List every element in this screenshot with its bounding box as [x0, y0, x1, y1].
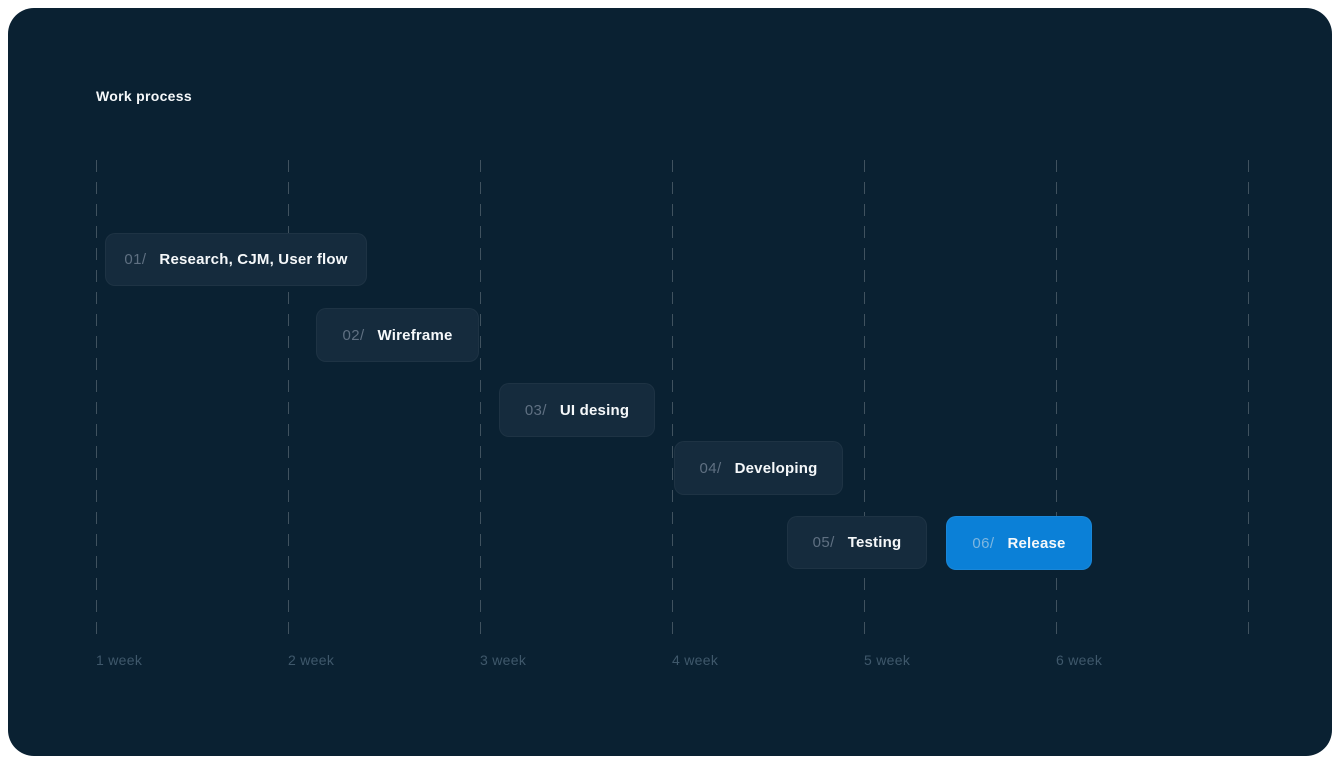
task-number: 06/ — [972, 534, 995, 552]
task-label: UI desing — [559, 401, 630, 419]
task-card: 03/UI desing — [499, 383, 655, 437]
task-number: 03/ — [524, 401, 547, 419]
week-gridline — [864, 160, 865, 640]
task-number: 05/ — [812, 534, 835, 551]
task-label: Research, CJM, User flow — [159, 251, 348, 268]
week-label: 5 week — [864, 652, 911, 668]
week-gridline — [1056, 160, 1057, 640]
work-process-panel: Work process 01/Research, CJM, User flow… — [8, 8, 1332, 756]
task-label: Testing — [847, 534, 902, 551]
week-label: 6 week — [1056, 652, 1103, 668]
task-number: 02/ — [342, 326, 365, 344]
week-gridline — [288, 160, 289, 640]
task-label: Developing — [734, 459, 818, 477]
week-gridline — [1248, 160, 1249, 640]
task-card: 04/Developing — [674, 441, 843, 495]
task-label: Wireframe — [377, 326, 453, 344]
week-gridline — [480, 160, 481, 640]
task-number: 04/ — [699, 459, 722, 477]
task-card: 06/Release — [946, 516, 1092, 570]
week-label: 3 week — [480, 652, 527, 668]
task-label: Release — [1007, 534, 1066, 552]
task-card: 02/Wireframe — [316, 308, 479, 362]
week-label: 2 week — [288, 652, 335, 668]
week-gridline — [96, 160, 97, 640]
week-label: 1 week — [96, 652, 143, 668]
page-title: Work process — [96, 88, 192, 104]
week-gridline — [672, 160, 673, 640]
task-card: 05/Testing — [787, 516, 927, 569]
week-label: 4 week — [672, 652, 719, 668]
task-number: 01/ — [124, 251, 147, 268]
task-card: 01/Research, CJM, User flow — [105, 233, 367, 286]
